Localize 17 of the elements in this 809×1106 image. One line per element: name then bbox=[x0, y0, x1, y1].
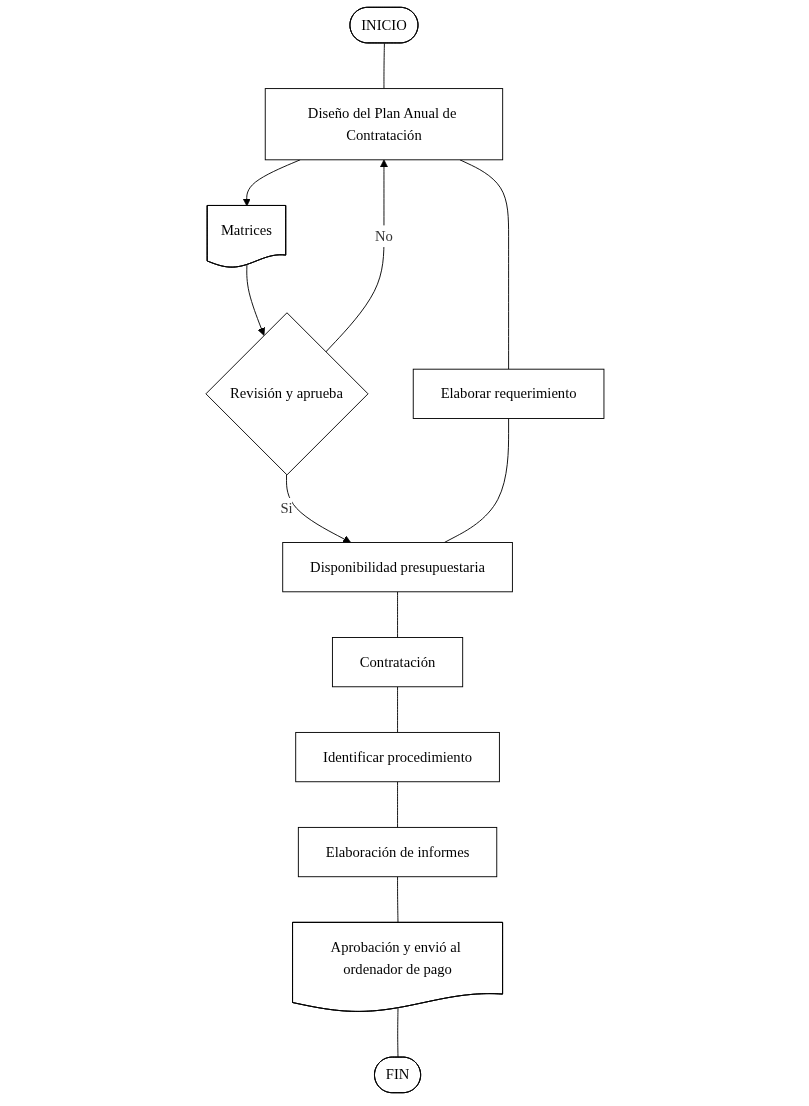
connector bbox=[396, 876, 399, 924]
node-box: Diseño del Plan Anual de Contratación bbox=[264, 88, 503, 161]
connector bbox=[396, 591, 398, 638]
connector bbox=[443, 418, 509, 543]
connector bbox=[396, 1007, 399, 1058]
edge-label: No bbox=[374, 228, 393, 244]
node-box: Contratación bbox=[331, 637, 463, 688]
connector bbox=[396, 781, 398, 828]
connector bbox=[396, 686, 398, 733]
node-box: Identificar procedimiento bbox=[294, 731, 500, 783]
connector bbox=[459, 159, 509, 370]
node-diamond: Revisión y aprueba bbox=[205, 312, 369, 476]
node-box: Elaborar requerimiento bbox=[412, 368, 604, 419]
connector bbox=[383, 42, 385, 90]
node-box: Disponibilidad presupuestaria bbox=[281, 542, 513, 593]
node-box: Elaboración de informes bbox=[297, 826, 497, 878]
edge-label: Si bbox=[279, 500, 293, 516]
